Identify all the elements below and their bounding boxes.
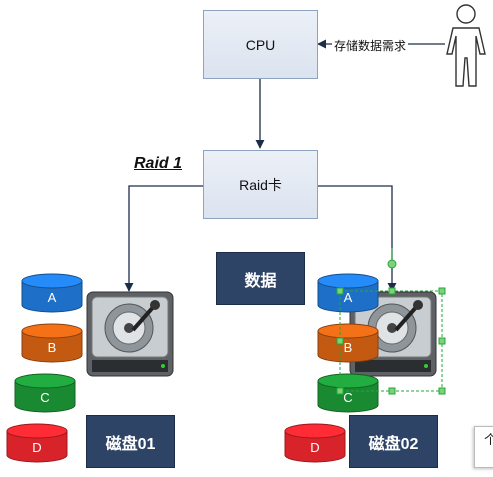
raid-level-title: Raid 1 bbox=[134, 155, 183, 172]
data-label: 数据 bbox=[244, 272, 277, 290]
disk02-box[interactable]: 磁盘02 bbox=[349, 415, 438, 468]
cylinder-label: A bbox=[47, 290, 57, 305]
cylinder-a[interactable]: A bbox=[317, 273, 379, 313]
cpu-label: CPU bbox=[245, 36, 276, 53]
cylinder-label: D bbox=[310, 440, 320, 455]
cylinder-label: B bbox=[47, 340, 57, 355]
cylinder-label: C bbox=[40, 390, 50, 405]
context-popup[interactable]: 个 bbox=[474, 426, 493, 468]
cylinder-label: D bbox=[32, 440, 42, 455]
disk02-label: 磁盘02 bbox=[368, 435, 419, 453]
cylinder-label: A bbox=[343, 290, 353, 305]
user-icon bbox=[446, 4, 486, 87]
cpu-box[interactable]: CPU bbox=[203, 10, 318, 79]
data-box[interactable]: 数据 bbox=[216, 252, 305, 305]
cylinder-label: B bbox=[343, 340, 353, 355]
popup-text: 个 bbox=[484, 432, 493, 447]
raid-card-label: Raid卡 bbox=[239, 176, 282, 193]
cylinder-b[interactable]: B bbox=[21, 323, 83, 363]
cylinder-b[interactable]: B bbox=[317, 323, 379, 363]
raid-to-disk01-arrow bbox=[124, 185, 203, 292]
cylinder-d[interactable]: D bbox=[284, 423, 346, 463]
raid-card-box[interactable]: Raid卡 bbox=[203, 150, 318, 219]
cylinder-c[interactable]: C bbox=[317, 373, 379, 413]
hard-drive-icon bbox=[86, 291, 174, 377]
cylinder-d[interactable]: D bbox=[6, 423, 68, 463]
disk01-box[interactable]: 磁盘01 bbox=[86, 415, 175, 468]
cylinder-a[interactable]: A bbox=[21, 273, 83, 313]
cylinder-label: C bbox=[343, 390, 353, 405]
disk01-label: 磁盘01 bbox=[105, 435, 156, 453]
cylinder-c[interactable]: C bbox=[14, 373, 76, 413]
storage-demand-label: 存储数据需求 bbox=[332, 37, 409, 54]
